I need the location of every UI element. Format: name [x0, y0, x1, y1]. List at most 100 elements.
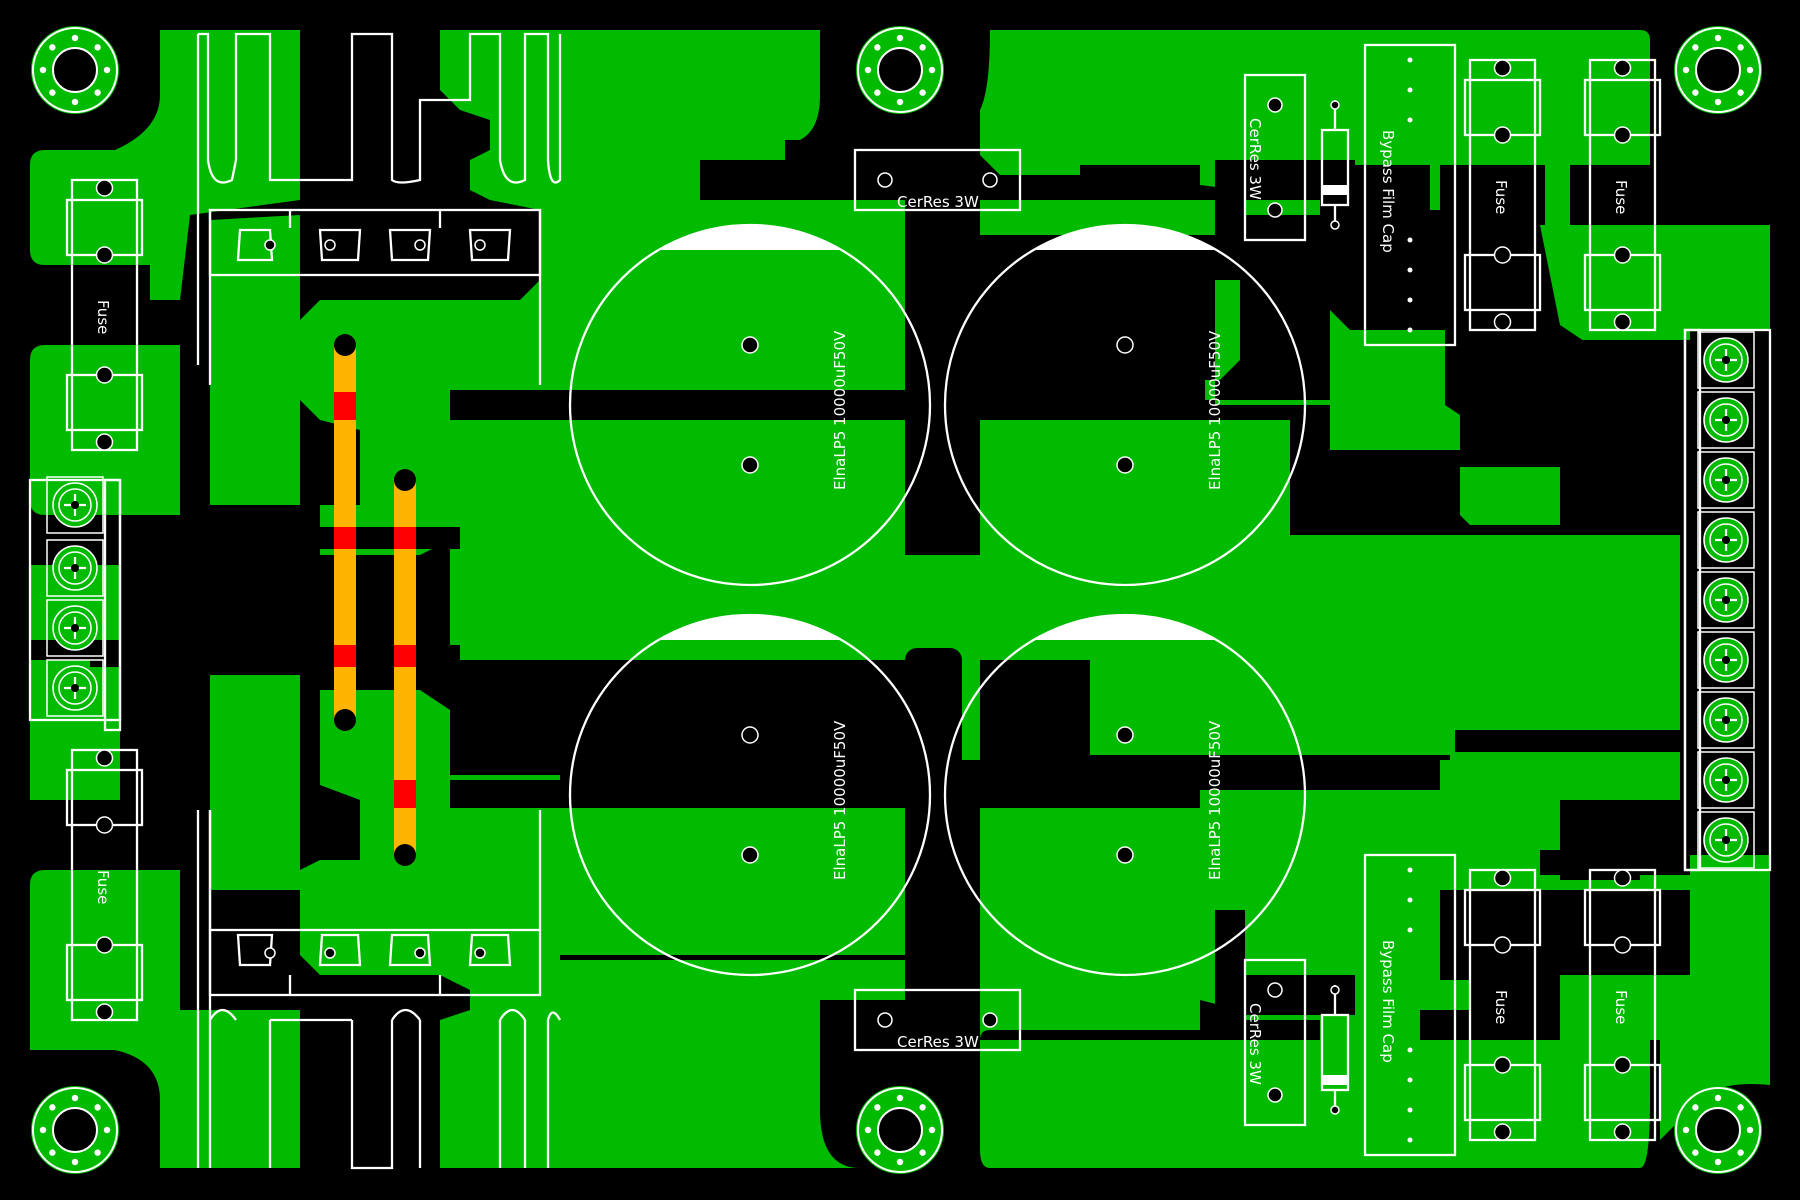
screw-terminal-icon	[1697, 331, 1755, 389]
gap-cap-bottom-right	[970, 780, 1200, 808]
screw-terminal-icon	[46, 539, 104, 597]
gap-cap-top	[450, 392, 930, 420]
bypass-cap-bottom: Bypass Film Cap	[1363, 853, 1457, 1157]
copper-layer	[30, 30, 1770, 1168]
fuse: Fuse	[1463, 868, 1542, 1142]
mounting-hole-icon	[31, 1086, 119, 1174]
capacitor-label: ElnaLP5 10000uF50V	[1206, 330, 1224, 490]
jumper-pad-1b	[334, 709, 356, 731]
copper-pour-lower-center	[300, 690, 915, 1168]
fuse: Fuse	[1463, 58, 1542, 332]
jumper-cross-2	[334, 527, 356, 549]
screw-terminal-icon	[46, 659, 104, 717]
gap-right-h5	[1540, 340, 1690, 365]
gap-right-edge	[1770, 30, 1800, 1200]
copper-pour-upper-left-inner	[210, 215, 300, 505]
fuse: Fuse	[65, 178, 144, 452]
resistor-label: CerRes 3W	[897, 1033, 979, 1051]
jumper-cross-6	[394, 780, 416, 808]
gap-right-h4	[1455, 730, 1690, 752]
jumper-cross-1	[334, 392, 356, 420]
jumper-cross-5	[394, 645, 416, 667]
fuse-label: Fuse	[1612, 990, 1630, 1024]
copper-pour-upper-center	[210, 30, 820, 555]
screw-terminal-icon	[1697, 391, 1755, 449]
screw-terminal-icon	[46, 476, 104, 534]
gap-center-top	[905, 145, 962, 550]
copper-pour-left-center	[30, 565, 120, 640]
diode-top	[1320, 100, 1350, 230]
bridge-rectifier-bottom	[196, 810, 562, 1170]
gap-rail-1b	[90, 527, 210, 549]
copper-pour-lower-left-inner	[210, 675, 300, 890]
capacitor-bottom-right: ElnaLP5 10000uF50V	[943, 613, 1307, 977]
jumper-cross-4	[394, 527, 416, 549]
capacitors: ElnaLP5 10000uF50V ElnaLP5 10000uF50V El…	[568, 223, 1307, 977]
rectifier-legs-top	[236, 228, 512, 262]
resistor-right-bottom: CerRes 3W	[1243, 958, 1307, 1127]
fuse-label: Fuse	[1612, 180, 1630, 214]
screw-terminal-icon	[46, 599, 104, 657]
fuse: Fuse	[65, 748, 144, 1022]
capacitor-top-right: ElnaLP5 10000uF50V	[943, 223, 1307, 587]
screw-terminal-icon	[1697, 691, 1755, 749]
capacitor-top-left: ElnaLP5 10000uF50V	[568, 223, 932, 587]
bridge-rectifier-top	[196, 32, 562, 385]
heatsink-outline-top	[196, 32, 562, 365]
mounting-hole-icon	[1674, 26, 1762, 114]
screw-terminal-icon	[1697, 571, 1755, 629]
diode-bottom	[1320, 985, 1350, 1115]
gap-rail-2	[90, 645, 460, 667]
fuse-label: Fuse	[1492, 990, 1510, 1024]
capacitor-label: ElnaLP5 10000uF50V	[831, 330, 849, 490]
mounting-holes	[31, 26, 1762, 1174]
screw-terminal-icon	[1697, 451, 1755, 509]
fuse: Fuse	[1583, 868, 1662, 1142]
rectifier-body-bottom	[208, 928, 542, 997]
bypass-cap-label: Bypass Film Cap	[1379, 130, 1397, 253]
capacitor-label: ElnaLP5 10000uF50V	[1206, 720, 1224, 880]
resistor-bottom-center: CerRes 3W	[853, 988, 1022, 1052]
copper-pour-right-lower-edge	[1560, 975, 1770, 1140]
copper-pour-center	[450, 420, 1680, 800]
copper-pour-lower-right-bottom	[980, 1040, 1650, 1168]
jumper-wires	[334, 334, 416, 866]
gap-right-h2	[1245, 975, 1355, 1015]
copper-pour-upper-right	[980, 30, 1650, 245]
fuse-label: Fuse	[94, 300, 112, 334]
gap-right-h3	[1460, 445, 1690, 467]
capacitor-bottom-left: ElnaLP5 10000uF50V	[568, 613, 932, 977]
screw-terminal-icon	[1697, 751, 1755, 809]
gap-right-v1	[1215, 160, 1245, 280]
copper-pour-capacitor-bottom-left	[560, 790, 915, 955]
copper-pour-right-lower-pad-area	[1470, 855, 1770, 975]
jumper-cross-3	[334, 645, 356, 667]
bypass-cap-top: Bypass Film Cap	[1363, 43, 1457, 347]
screw-terminal-icon	[1697, 511, 1755, 569]
copper-pour-left-center-2	[30, 660, 120, 800]
fuse: Fuse	[1583, 58, 1662, 332]
resistor-label: CerRes 3W	[1246, 118, 1264, 200]
fuse-label: Fuse	[1492, 180, 1510, 214]
mounting-hole-icon	[856, 26, 944, 114]
mounting-hole-icon	[1674, 1086, 1762, 1174]
copper-pour-left-top	[30, 30, 300, 300]
gap-cap-top-right	[970, 392, 1200, 420]
resistor-label: CerRes 3W	[897, 193, 979, 211]
capacitor-label: ElnaLP5 10000uF50V	[831, 720, 849, 880]
mounting-hole-icon	[856, 1086, 944, 1174]
terminal-block-left	[28, 476, 122, 732]
gap-right-v2	[1215, 910, 1245, 1030]
resistor-label: CerRes 3W	[1246, 1003, 1264, 1085]
rectifier-legs-bottom	[236, 933, 512, 967]
screw-terminal-icon	[1697, 811, 1755, 869]
gap-right-h6	[1540, 850, 1690, 875]
copper-pour-right-center	[980, 200, 1560, 525]
fuse-label: Fuse	[94, 870, 112, 904]
jumper-pad-1a	[334, 334, 356, 356]
resistor-top-center: CerRes 3W	[853, 148, 1022, 212]
screw-terminal-icon	[1697, 631, 1755, 689]
